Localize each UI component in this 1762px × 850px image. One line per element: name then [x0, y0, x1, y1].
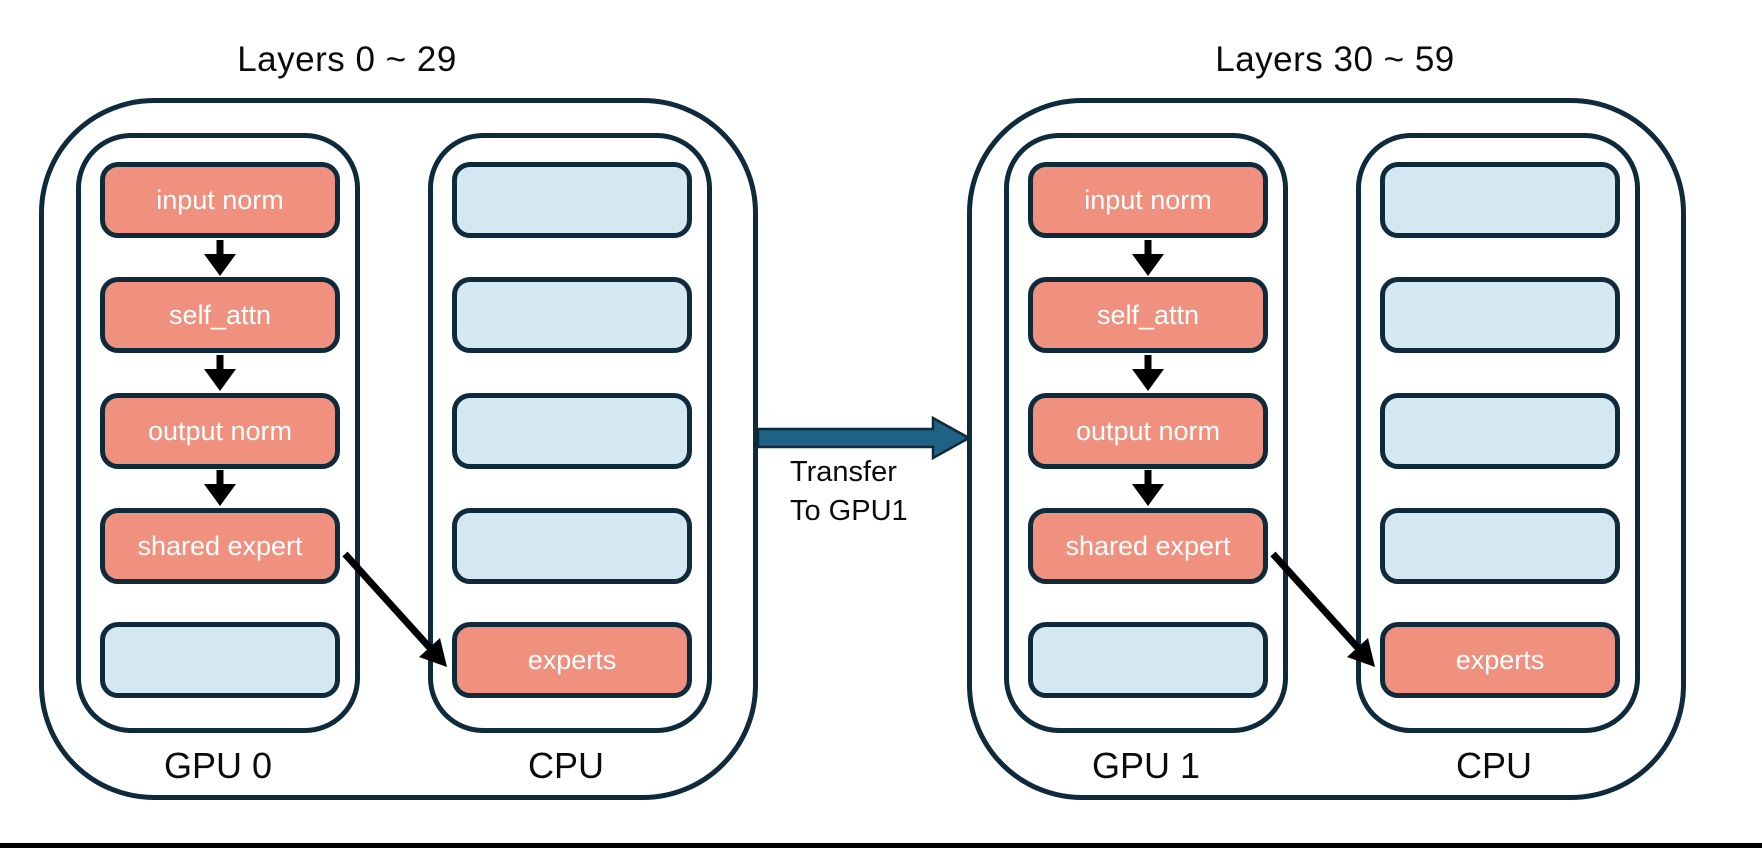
- transfer-arrow-icon: [756, 415, 972, 461]
- module-box-self-attn: self_attn: [100, 277, 340, 353]
- empty-slot: [452, 393, 692, 469]
- module-box-input-norm: input norm: [1028, 162, 1268, 238]
- empty-slot: [452, 277, 692, 353]
- transfer-label-line2: To GPU1: [790, 495, 908, 527]
- module-box-output-norm: output norm: [1028, 393, 1268, 469]
- empty-slot: [1380, 393, 1620, 469]
- module-box-input-norm: input norm: [100, 162, 340, 238]
- empty-slot: [100, 622, 340, 698]
- module-box-shared-expert: shared expert: [100, 508, 340, 584]
- group-title: Layers 30 ~ 59: [1215, 40, 1455, 79]
- bottom-border-line: [0, 843, 1762, 848]
- cpu-label: CPU: [527, 745, 604, 786]
- layer-group-0-29: Layers 0 ~ 29 input norm self_attn outpu…: [39, 0, 758, 850]
- empty-slot: [1028, 622, 1268, 698]
- empty-slot: [452, 162, 692, 238]
- gpu0-label: GPU 0: [163, 745, 273, 786]
- group-title: Layers 0 ~ 29: [237, 40, 457, 79]
- gpu1-label: GPU 1: [1091, 745, 1201, 786]
- module-box-experts: experts: [1380, 622, 1620, 698]
- module-box-self-attn: self_attn: [1028, 277, 1268, 353]
- empty-slot: [1380, 277, 1620, 353]
- empty-slot: [452, 508, 692, 584]
- module-box-shared-expert: shared expert: [1028, 508, 1268, 584]
- empty-slot: [1380, 162, 1620, 238]
- module-box-experts: experts: [452, 622, 692, 698]
- cpu-label: CPU: [1455, 745, 1532, 786]
- transfer-label: Transfer To GPU1: [790, 453, 908, 531]
- layer-group-30-59: Layers 30 ~ 59 input norm self_attn outp…: [967, 0, 1686, 850]
- empty-slot: [1380, 508, 1620, 584]
- module-box-output-norm: output norm: [100, 393, 340, 469]
- transfer-label-line1: Transfer: [790, 456, 897, 488]
